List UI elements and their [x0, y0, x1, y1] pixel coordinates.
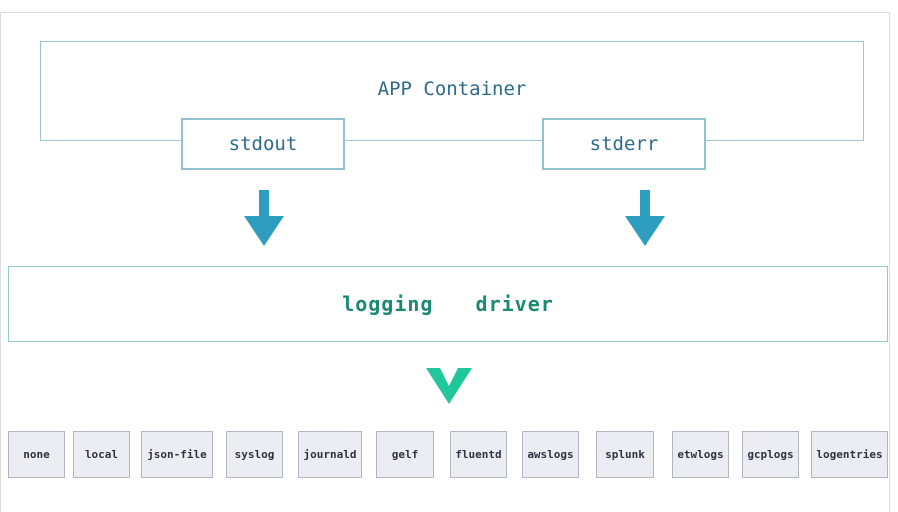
app-container-label: APP Container: [377, 78, 527, 100]
stderr-box: stderr: [542, 118, 706, 170]
driver-item-etwlogs: etwlogs: [672, 431, 729, 478]
driver-item-gelf: gelf: [376, 431, 434, 478]
driver-item-awslogs: awslogs: [522, 431, 579, 478]
driver-item-syslog: syslog: [226, 431, 283, 478]
driver-item-logentries: logentries: [811, 431, 888, 478]
stderr-down-arrow-icon: [625, 190, 665, 246]
driver-item-none: none: [8, 431, 65, 478]
driver-item-journald: journald: [298, 431, 362, 478]
logging-driver-label: logging driver: [342, 292, 554, 316]
driver-item-fluentd: fluentd: [450, 431, 507, 478]
logging-driver-box: logging driver: [8, 266, 888, 342]
stdout-box: stdout: [181, 118, 345, 170]
stdout-down-arrow-icon: [244, 190, 284, 246]
driver-item-local: local: [73, 431, 130, 478]
app-container-box: [40, 41, 864, 141]
diagram-frame: [0, 12, 890, 512]
driver-item-json-file: json-file: [141, 431, 213, 478]
driver-item-splunk: splunk: [596, 431, 654, 478]
chevron-down-icon: [426, 368, 472, 404]
driver-item-gcplogs: gcplogs: [742, 431, 799, 478]
